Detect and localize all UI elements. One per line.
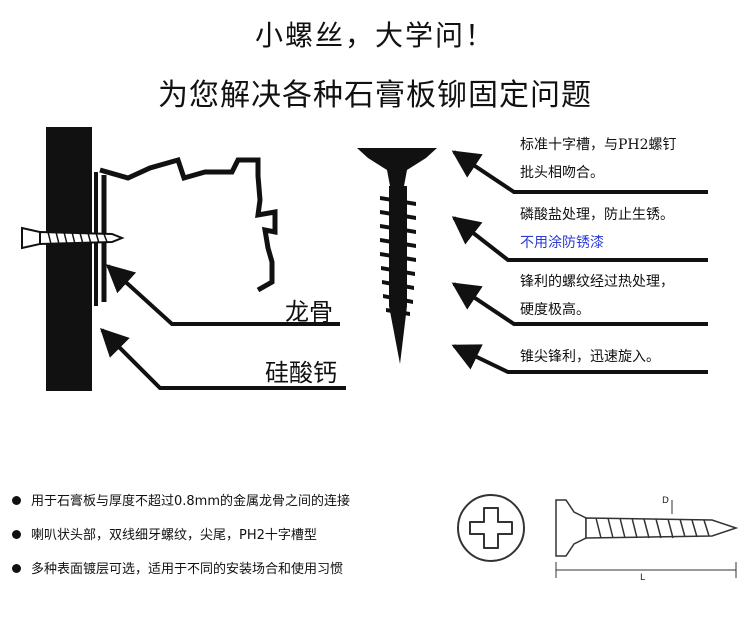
callout-1-line1: 标准十字槽，与PH2螺钉 — [520, 137, 677, 153]
dimension-d-label: D — [662, 496, 669, 506]
small-screw — [21, 226, 125, 250]
arrow-keel — [105, 264, 340, 326]
feature-item: 用于石膏板与厚度不超过0.8mm的金属龙骨之间的连接 — [12, 490, 350, 509]
feature-item: 多种表面镀层可选，适用于不同的安装场合和使用习惯 — [12, 558, 343, 577]
label-calcium-silicate: 硅酸钙 — [265, 359, 337, 387]
large-screw — [357, 148, 437, 364]
arrow-calcium — [100, 328, 346, 390]
wall-board — [46, 127, 92, 391]
headline-line1: 小螺丝，大学问！ — [254, 19, 495, 52]
feature-text: 用于石膏板与厚度不超过0.8mm的金属龙骨之间的连接 — [31, 494, 351, 509]
arrow-callout-4 — [451, 344, 708, 374]
label-keel: 龙骨 — [285, 298, 333, 326]
feature-text: 多种表面镀层可选，适用于不同的安装场合和使用习惯 — [31, 562, 344, 577]
bullet-icon — [12, 530, 21, 539]
arrow-callout-1 — [451, 150, 708, 194]
callout-3-line1: 锋利的螺纹经过热处理， — [520, 274, 674, 290]
callout-3-line2: 硬度极高。 — [520, 302, 590, 318]
callout-1-line2: 批头相吻合。 — [520, 165, 604, 181]
dimension-l-label: L — [640, 573, 646, 583]
callout-4-line1: 锥尖锋利，迅速旋入。 — [520, 349, 660, 365]
headline-line2: 为您解决各种石膏板铆固定问题 — [158, 78, 592, 113]
phillips-head-view — [457, 494, 525, 562]
screw-technical-drawing — [555, 499, 739, 578]
callout-2-extra: 不用涂防锈漆 — [520, 235, 604, 251]
callout-2-line1: 磷酸盐处理，防止生锈。 — [520, 207, 674, 223]
feature-item: 喇叭状头部，双线细牙螺纹，尖尾，PH2十字槽型 — [12, 524, 317, 543]
arrow-callout-2 — [451, 216, 708, 262]
feature-text: 喇叭状头部，双线细牙螺纹，尖尾，PH2十字槽型 — [31, 528, 317, 543]
bullet-icon — [12, 496, 21, 505]
arrow-callout-3 — [451, 282, 708, 326]
bullet-icon — [12, 564, 21, 573]
